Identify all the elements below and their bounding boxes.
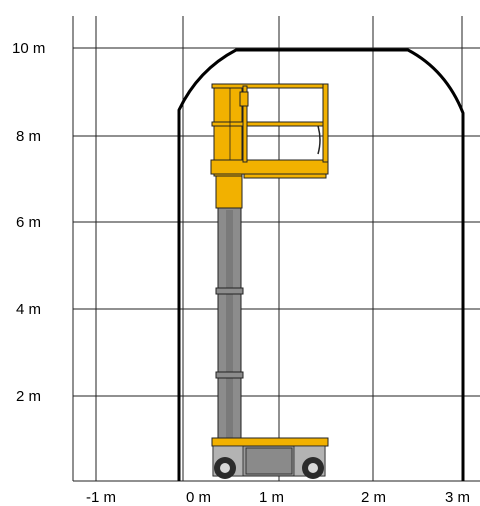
x-tick-label: 2 m [361,489,386,506]
y-tick-label: 8 m [16,128,41,145]
vertical-mast-lift-icon [210,83,329,479]
x-tick-label: 0 m [186,489,211,506]
y-tick-label: 4 m [16,301,41,318]
x-tick-label: 3 m [445,489,470,506]
working-envelope-outline [177,48,465,481]
x-tick-label: 1 m [259,489,284,506]
y-tick-label: 2 m [16,388,41,405]
x-tick-label: -1 m [86,489,116,506]
rear-wheel [302,457,324,479]
y-tick-label: 6 m [16,214,41,231]
platform [210,83,329,179]
upper-mast-section [215,171,243,209]
y-axis-labels: 10 m 8 m 6 m 4 m 2 m [12,40,45,405]
mast [215,205,244,445]
x-axis-labels: -1 m 0 m 1 m 2 m 3 m [86,489,470,506]
front-wheel [214,457,236,479]
y-tick-label: 10 m [12,40,45,57]
grid [72,16,480,482]
